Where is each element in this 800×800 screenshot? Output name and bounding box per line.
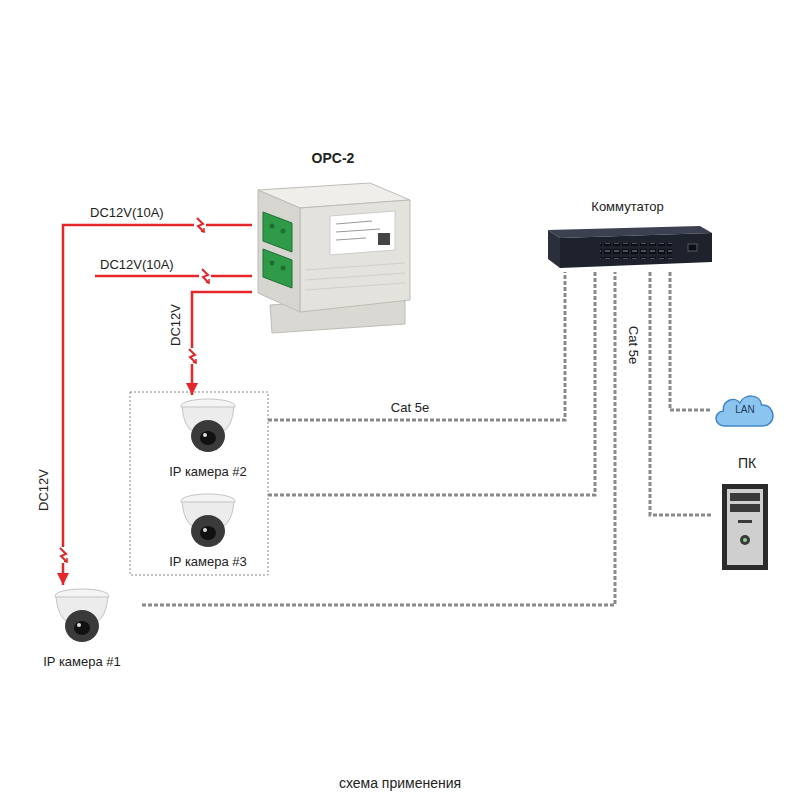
network-cable [650, 272, 712, 515]
power-input-line [95, 275, 252, 278]
camera-group-frame [130, 392, 268, 575]
cloud-outline [716, 396, 773, 426]
cable-label: Cat 5e [389, 401, 431, 415]
power-symbol [199, 268, 211, 284]
camera-icon [181, 494, 235, 547]
power-input-label: DC12V(10A) [100, 258, 174, 272]
power-symbol [57, 547, 69, 563]
node-label: ПК [738, 455, 756, 471]
pc-box: ПК [712, 455, 782, 573]
power-cable [63, 225, 252, 585]
caption: схема применения [339, 776, 461, 791]
node-label: IP камера #3 [169, 555, 247, 570]
camera-box: IP камера #3 [148, 490, 268, 570]
power-symbol [186, 348, 198, 364]
cable-label: DC12V [169, 302, 183, 348]
pc-tower [722, 484, 768, 570]
network-cable [142, 272, 615, 605]
switch-device [548, 226, 712, 268]
cable-label: Cat 5e [626, 324, 640, 366]
switch-box: Коммутатор [540, 200, 715, 272]
camera-icon [181, 399, 235, 452]
network-cable [268, 272, 595, 495]
node-label: OPC-2 [312, 150, 355, 166]
opc2-device [258, 183, 410, 333]
node-label: Коммутатор [591, 200, 663, 215]
network-cable [670, 272, 712, 410]
cloud-node: LAN [712, 390, 778, 430]
camera-box: IP камера #2 [148, 395, 268, 480]
camera-icon [55, 589, 109, 642]
power-input-label: DC12V(10A) [90, 206, 164, 220]
device-box: OPC-2 [252, 150, 414, 332]
node-label: IP камера #1 [43, 655, 121, 670]
node-label: LAN [735, 404, 754, 416]
node-label: IP камера #2 [169, 465, 247, 480]
cable-label: DC12V [37, 467, 51, 513]
power-symbol [194, 217, 206, 233]
power-cable [192, 292, 252, 395]
camera-box: IP камера #1 [22, 585, 142, 670]
network-cable [268, 272, 565, 420]
